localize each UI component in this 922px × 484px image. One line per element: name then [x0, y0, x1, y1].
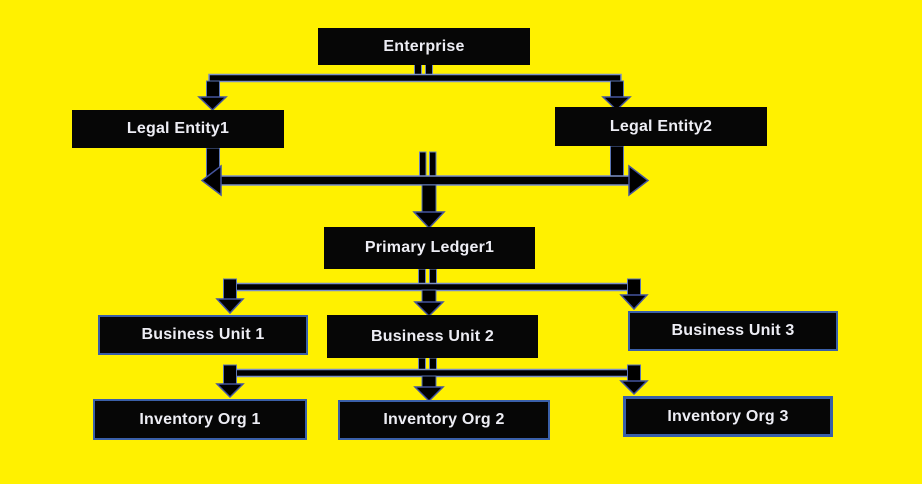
- node-legal-entity-1-label: Legal Entity1: [126, 120, 230, 137]
- node-legal-entity-2: Legal Entity2: [555, 107, 767, 146]
- connector-legal-entities-to-primary-ledger: [200, 145, 650, 230]
- node-inventory-org-2-label: Inventory Org 2: [383, 411, 505, 428]
- connector-enterprise-to-legal-entities: [197, 63, 632, 112]
- node-business-unit-1-label: Business Unit 1: [141, 326, 265, 343]
- node-legal-entity-1: Legal Entity1: [72, 110, 284, 148]
- node-inventory-org-3-label: Inventory Org 3: [667, 407, 789, 425]
- node-inventory-org-1: Inventory Org 1: [93, 399, 307, 440]
- node-legal-entity-2-label: Legal Entity2: [609, 117, 713, 135]
- node-business-unit-3-label: Business Unit 3: [671, 322, 795, 339]
- connector-business-units-to-inventory-orgs: [215, 357, 649, 403]
- node-enterprise-label: Enterprise: [383, 37, 465, 55]
- node-business-unit-1: Business Unit 1: [98, 315, 308, 355]
- connector-primary-ledger-to-business-units: [215, 268, 649, 318]
- node-business-unit-2: Business Unit 2: [327, 315, 538, 358]
- node-business-unit-3: Business Unit 3: [628, 311, 838, 351]
- node-inventory-org-2: Inventory Org 2: [338, 400, 550, 440]
- node-inventory-org-1-label: Inventory Org 1: [139, 410, 261, 428]
- node-primary-ledger-1: Primary Ledger1: [324, 227, 535, 269]
- node-primary-ledger-1-label: Primary Ledger1: [364, 239, 495, 256]
- node-inventory-org-3: Inventory Org 3: [623, 396, 833, 437]
- node-business-unit-2-label: Business Unit 2: [370, 327, 495, 345]
- node-enterprise: Enterprise: [318, 28, 530, 65]
